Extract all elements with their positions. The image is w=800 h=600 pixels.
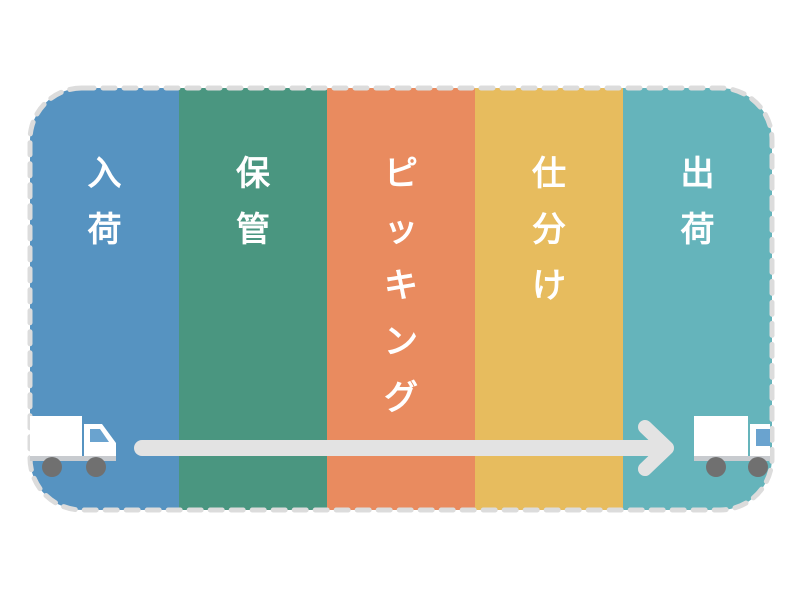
stage-label-char: ピ [384,154,418,194]
stage-label-char: グ [384,378,418,418]
stage-sorting: 仕分け [475,88,623,510]
stage-label-char: キ [384,266,418,306]
stage-shipping: 出荷 [623,88,772,510]
stage-shipping-label: 出荷 [623,146,772,258]
stage-label-char: 荷 [87,210,122,250]
stage-label-char: け [532,266,566,306]
stage-label-char: 分 [532,210,566,250]
stage-label-char: 保 [236,154,270,194]
stage-receiving: 入荷 [30,88,179,510]
stage-label-char: 管 [236,210,270,250]
stage-storage: 保管 [179,88,327,510]
stage-label-char: 仕 [532,154,566,194]
stage-picking: ピッキング [327,88,475,510]
stage-label-char: ン [384,322,418,362]
stage-label-char: ッ [384,210,418,250]
stage-storage-label: 保管 [179,146,327,258]
stage-label-char: 荷 [680,210,715,250]
stage-label-char: 入 [87,154,122,194]
stage-receiving-label: 入荷 [30,146,179,258]
stage-picking-label: ピッキング [327,146,475,426]
stage-sorting-label: 仕分け [475,146,623,314]
stage-label-char: 出 [680,154,715,194]
flow-frame: 入荷 保管 ピッキング 仕分け 出荷 [30,88,772,510]
